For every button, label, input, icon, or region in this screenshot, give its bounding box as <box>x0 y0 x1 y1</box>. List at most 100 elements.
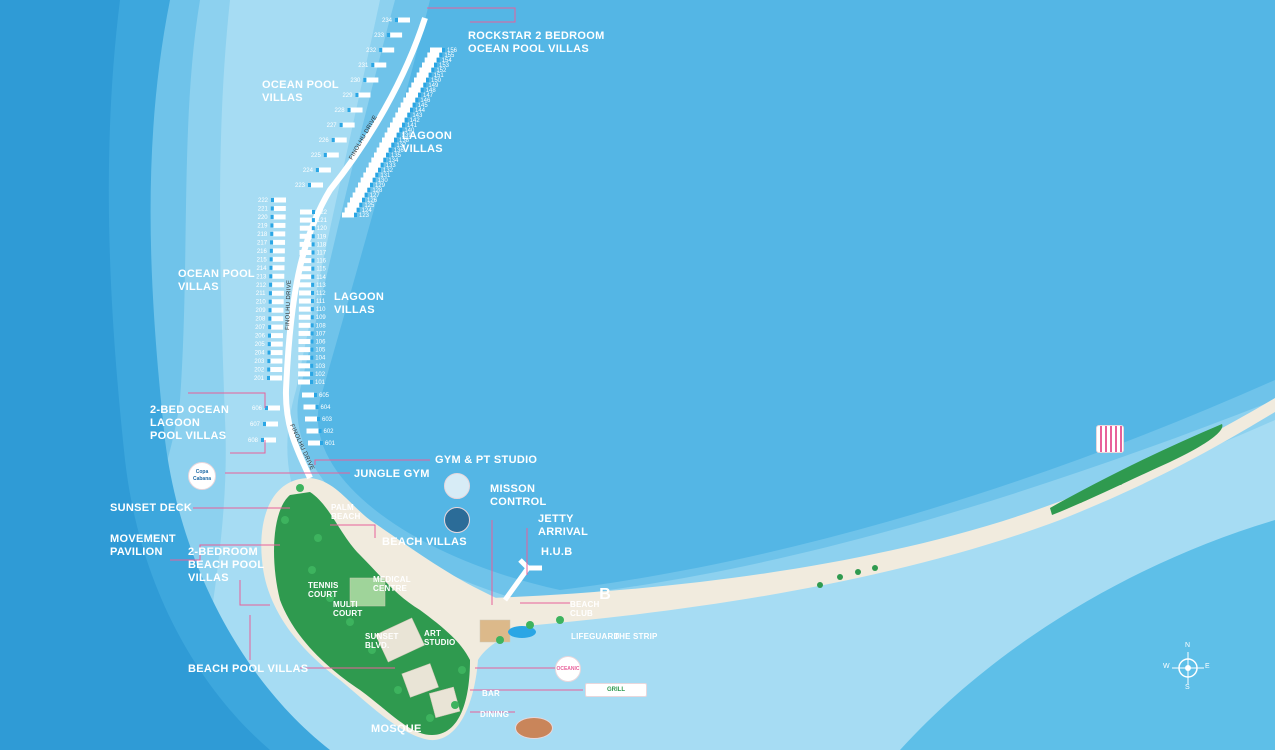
upper-right-pool <box>364 193 368 197</box>
mid-right-villa-number: 110 <box>316 307 326 313</box>
mid-right-villa-number: 104 <box>315 356 326 362</box>
upper-right-villa <box>360 177 373 183</box>
mid-left-pool <box>269 265 273 270</box>
mid-right-pool <box>311 218 315 223</box>
two-bed-left-villa <box>264 437 276 443</box>
upper-left-pool <box>308 183 311 187</box>
mid-left-villa-number: 211 <box>256 291 266 297</box>
two-bed-right-villa-number: 603 <box>322 417 333 423</box>
upper-right-villa-number: 155 <box>444 53 455 59</box>
upper-right-villa-number: 142 <box>410 118 421 124</box>
upper-right-pool <box>434 63 437 67</box>
mid-right-pool <box>310 355 314 360</box>
mid-left-villa-number: 221 <box>258 206 269 212</box>
mid-left-villa <box>273 231 286 237</box>
upper-left-pool <box>371 63 375 67</box>
label-sunset-deck: SUNSET DECK <box>110 502 193 514</box>
palm-tree-icon <box>496 636 504 644</box>
upper-left-pool <box>347 108 351 112</box>
mid-left-villa-number: 206 <box>255 334 266 340</box>
upper-right-villa <box>427 52 440 58</box>
upper-right-pool <box>402 123 405 127</box>
label-beach-villas: BEACH VILLAS <box>382 536 467 548</box>
gym-logo-icon <box>444 473 470 499</box>
label-beach-pool-villas: BEACH POOL VILLAS <box>188 663 309 675</box>
upper-left-villa <box>326 152 339 158</box>
mid-right-villa <box>298 330 311 336</box>
upper-right-villa <box>400 102 413 108</box>
mid-right-villa-number: 115 <box>316 267 326 273</box>
island-buildings <box>349 577 511 718</box>
mid-left-villa <box>273 239 286 245</box>
mid-left-villa-number: 202 <box>254 368 265 374</box>
mid-right-villa-number: 116 <box>316 259 326 265</box>
mid-left-pool <box>268 299 272 304</box>
two-bed-right-villa <box>303 404 316 410</box>
two-bed-right-pool <box>317 417 320 421</box>
upper-right-villa <box>363 172 376 178</box>
mid-right-pool <box>310 307 314 312</box>
upper-left-pool <box>395 18 398 22</box>
mid-right-pool <box>311 282 315 287</box>
mid-left-villa-number: 217 <box>257 240 268 246</box>
upper-right-villa-number: 151 <box>434 73 445 79</box>
two-bed-left-villa-number: 607 <box>250 422 261 428</box>
mid-left-villa <box>271 299 284 305</box>
mid-left-villa <box>274 197 286 203</box>
mid-right-pool <box>310 380 313 384</box>
mid-left-pool <box>268 308 272 313</box>
upper-left-pool <box>315 168 319 172</box>
mid-right-pool <box>311 226 315 231</box>
upper-right-villa <box>430 47 442 53</box>
two-bed-right-pool <box>315 405 319 409</box>
mid-left-pool <box>267 367 271 372</box>
mid-left-pool <box>269 257 273 262</box>
two-bed-left-villa-number: 608 <box>248 438 259 444</box>
upper-right-villa <box>355 187 368 193</box>
upper-left-pool <box>339 123 343 127</box>
mid-left-pool <box>271 198 274 202</box>
upper-left-villa <box>358 92 371 98</box>
mid-left-villa <box>270 375 282 381</box>
road-label-finolhu-drive-2: FINOLHU DRIVE <box>285 280 293 330</box>
upper-left-pool <box>355 93 359 97</box>
mid-left-pool <box>269 282 273 287</box>
mid-left-villa-number: 201 <box>254 376 265 382</box>
upper-right-villa <box>379 142 392 148</box>
palm-tree-icon <box>308 566 316 574</box>
mid-right-villa <box>298 339 311 345</box>
upper-left-villa <box>318 167 331 173</box>
upper-right-pool <box>354 213 357 217</box>
mid-right-villa <box>299 258 312 264</box>
label-ocean-pool-villas-top: OCEAN POOL VILLAS <box>262 79 339 104</box>
mid-left-villa-number: 215 <box>257 257 268 263</box>
mid-right-villa <box>299 266 312 272</box>
mid-left-villa-number: 207 <box>255 325 266 331</box>
palm-tree-icon <box>314 534 322 542</box>
two-bed-right-pool <box>318 429 322 433</box>
leader-two-bed-ocean-2 <box>230 440 266 454</box>
mid-left-villa-number: 220 <box>258 215 269 221</box>
beach-club-pool <box>508 626 536 638</box>
upper-right-villa <box>403 97 416 103</box>
upper-left-villa-number: 228 <box>335 108 346 114</box>
palm-tree-icon <box>451 701 459 709</box>
deep-lower-right <box>900 520 1275 750</box>
upper-right-pool <box>399 128 403 132</box>
upper-right-pool <box>428 73 432 77</box>
mid-left-villa <box>272 282 285 288</box>
mid-right-pool <box>311 290 315 295</box>
two-bed-right-villa-number: 601 <box>325 441 336 447</box>
upper-right-villa-number: 153 <box>439 63 450 69</box>
mid-right-villa <box>299 274 312 280</box>
mid-right-villa-number: 120 <box>317 226 328 232</box>
label-misson-control: MISSON CONTROL <box>490 483 547 508</box>
mid-right-pool <box>311 234 315 239</box>
mid-right-villa <box>298 379 310 385</box>
spit-venue-logo-icon <box>1096 425 1124 453</box>
label-jetty-arrival: JETTY ARRIVAL <box>538 513 589 538</box>
mid-left-villa-number: 209 <box>256 308 267 314</box>
upper-right-pool <box>396 133 400 137</box>
mid-left-villa <box>272 265 285 271</box>
mid-right-villa-number: 109 <box>316 315 327 321</box>
